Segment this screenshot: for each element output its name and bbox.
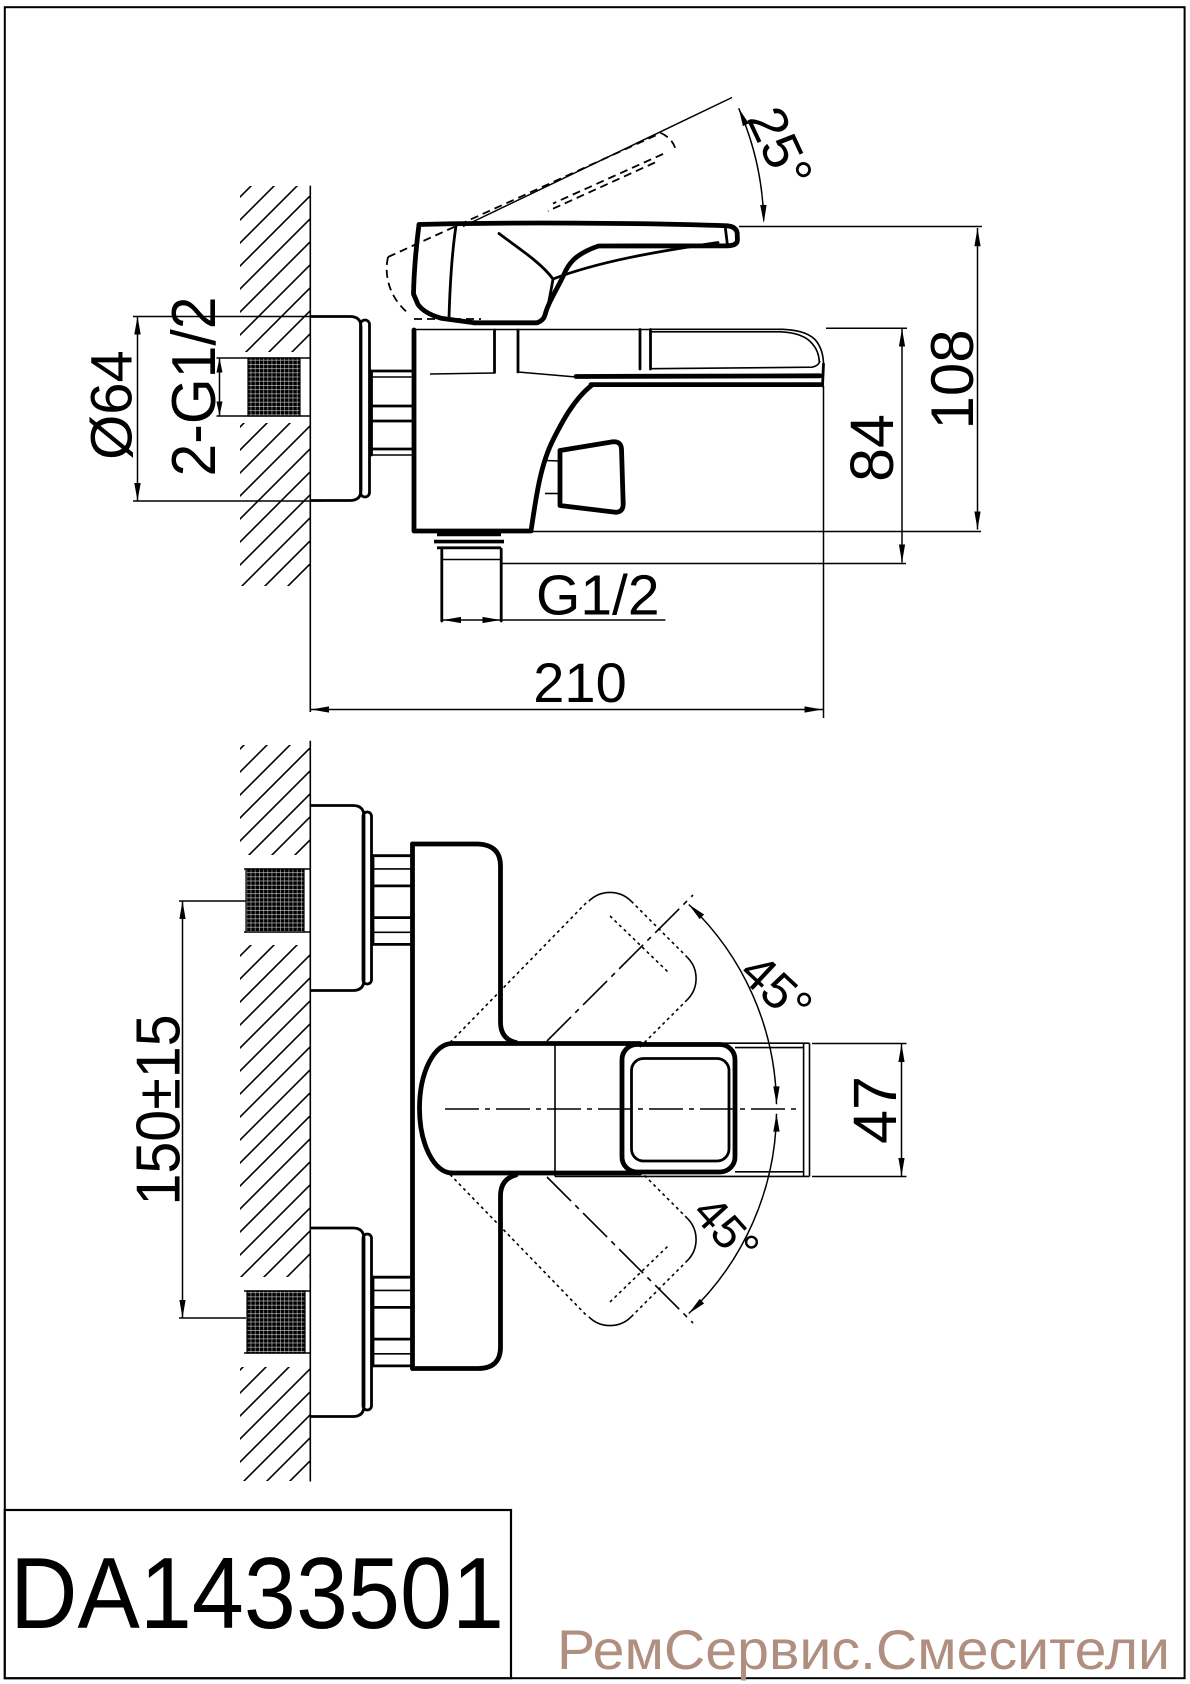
svg-text:84: 84	[838, 414, 906, 482]
svg-text:Ø64: Ø64	[79, 350, 144, 460]
svg-text:210: 210	[533, 651, 626, 714]
svg-text:150±15: 150±15	[124, 1015, 193, 1206]
svg-text:108: 108	[919, 329, 986, 429]
svg-text:2-G1/2: 2-G1/2	[160, 297, 229, 477]
svg-text:РемСервис.Смесители: РемСервис.Смесители	[557, 1618, 1170, 1681]
svg-text:47: 47	[841, 1076, 909, 1144]
svg-text:DA1433501: DA1433501	[10, 1538, 504, 1650]
svg-text:G1/2: G1/2	[536, 564, 660, 628]
